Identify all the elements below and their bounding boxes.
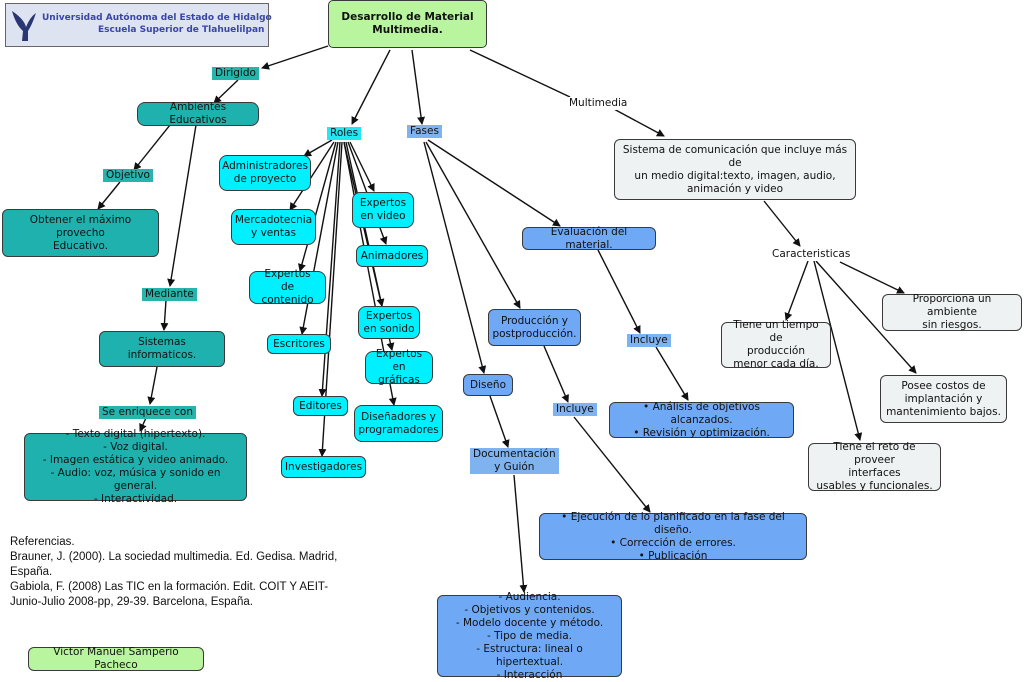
node-mercadotecnia: Mercadotecnia y ventas — [231, 209, 316, 245]
label-objetivo: Objetivo — [103, 169, 153, 182]
node-texto-digital: - Texto digital (hipertexto). - Voz digi… — [24, 428, 247, 505]
node-disenadores: Diseñadores y programadores — [354, 405, 443, 442]
node-administradores: Administradores de proyecto — [219, 155, 311, 191]
node-tiempo-produccion: Tiene un tiempo de producción menor cada… — [721, 319, 831, 370]
references-heading: Referencias. — [10, 536, 75, 548]
label-documentacion-guion: Documentación y Guión — [470, 448, 559, 474]
node-evaluacion: Evaluación del material. — [522, 226, 656, 251]
university-logo-icon — [12, 11, 36, 41]
node-ambiente-sin-riesgos: Proporciona un ambiente sin riesgos. — [882, 293, 1022, 331]
label-incluye-produccion: Incluye — [553, 403, 597, 416]
node-sistemas-informaticos: Sistemas informaticos. — [99, 331, 225, 367]
node-sistema-comunicacion: Sistema de comunicación que incluye más … — [614, 139, 856, 200]
node-editores: Editores — [293, 396, 348, 416]
reference-gabiola: Gabiola, F. (2008) Las TIC en la formaci… — [10, 581, 329, 608]
label-fases: Fases — [407, 125, 442, 138]
school-name: Escuela Superior de Tlahuelilpan — [98, 25, 265, 35]
label-roles: Roles — [327, 127, 362, 140]
references: Referencias. Brauner, J. (2000). La soci… — [10, 535, 370, 610]
node-produccion: Producción y postproducción. — [488, 309, 581, 346]
node-analisis-objetivos: • Análisis de objetivos alcanzados. • Re… — [609, 401, 794, 439]
node-expertos-video: Expertos en video — [352, 192, 414, 228]
title-node: Desarrollo de Material Multimedia. — [328, 0, 487, 48]
university-header: Universidad Autónoma del Estado de Hidal… — [5, 3, 272, 47]
node-expertos-graficas: Expertos en gráficas — [365, 348, 433, 386]
node-animadores: Animadores — [356, 245, 428, 267]
node-expertos-sonido: Expertos en sonido — [358, 306, 420, 339]
node-expertos-contenido: Expertos de contenido — [249, 268, 326, 306]
node-costos: Posee costos de implantación y mantenimi… — [880, 375, 1007, 423]
node-reto-interfaces: Tiene el reto de proveer interfaces usab… — [808, 441, 941, 492]
node-ambientes-educativos: Ambientes Educativos — [137, 101, 259, 126]
reference-brauner: Brauner, J. (2000). La sociedad multimed… — [10, 551, 338, 578]
label-multimedia: Multimedia — [566, 97, 631, 110]
node-investigadores: Investigadores — [281, 456, 366, 478]
label-incluye-evaluacion: Incluye — [627, 334, 671, 347]
node-diseno: Diseño — [463, 374, 513, 396]
author-node: Victor Manuel Samperio Pacheco — [28, 646, 204, 671]
label-dirigido: Dirigido — [212, 67, 259, 80]
university-name: Universidad Autónoma del Estado de Hidal… — [42, 13, 272, 23]
node-escritores: Escritores — [267, 334, 331, 354]
node-obtener-provecho: Obtener el máximo provecho Educativo. — [2, 209, 159, 257]
label-mediante: Mediante — [142, 288, 197, 301]
label-se-enriquece-con: Se enriquece con — [99, 406, 197, 419]
node-audiencia: - Audiencia. - Objetivos y contenidos. -… — [437, 591, 622, 681]
label-caracteristicas: Caracteristicas — [769, 248, 854, 261]
node-ejecucion: • Ejecución de lo planificado en la fase… — [539, 511, 807, 562]
